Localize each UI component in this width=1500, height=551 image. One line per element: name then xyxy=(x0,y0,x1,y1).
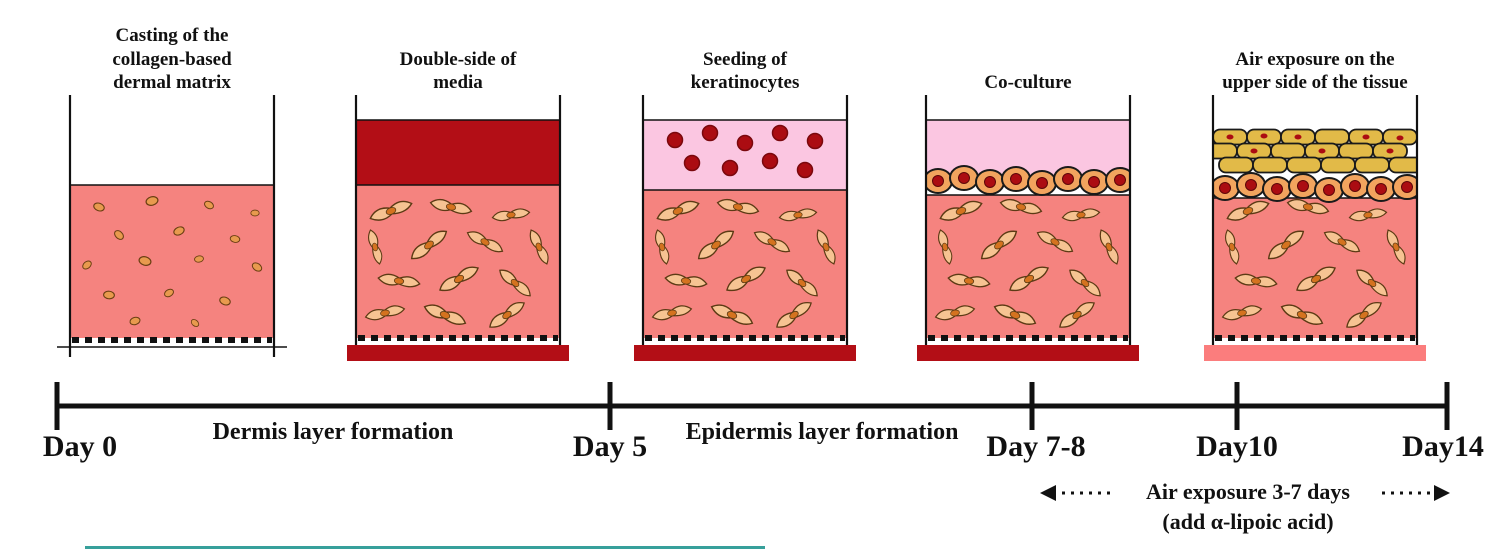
lower-media xyxy=(347,345,569,361)
dotted-arrow-left-icon xyxy=(1040,485,1110,501)
well-illustration-casting xyxy=(57,95,287,357)
stage-title: Double-side of media xyxy=(399,48,517,93)
stage-title-wrap: Double-side of media xyxy=(318,8,598,94)
upper-media xyxy=(356,120,560,185)
cornified-layer xyxy=(1203,130,1423,173)
well-illustration-seeding xyxy=(634,95,856,361)
lower-media xyxy=(1204,345,1426,361)
day-label-0: Day 0 xyxy=(42,430,118,463)
well-illustration-co-culture xyxy=(917,95,1139,361)
lower-media xyxy=(917,345,1139,361)
stage-title: Casting of the collagen-based dermal mat… xyxy=(112,25,232,93)
stage-air-exposure: Air exposure on the upper side of the ti… xyxy=(1175,8,1455,370)
stage-seeding-keratinocytes: Seeding of keratinocytes xyxy=(605,8,885,370)
well-contents xyxy=(926,120,1130,338)
stage-title: Air exposure on the upper side of the ti… xyxy=(1222,48,1408,93)
upper-media xyxy=(643,120,847,190)
timeline xyxy=(54,382,1450,549)
well-illustration-double-side-media xyxy=(347,95,569,361)
well-contents xyxy=(1203,130,1423,338)
air-exposure-label: Air exposure 3-7 days xyxy=(1146,479,1350,504)
bottom-divider xyxy=(85,546,765,549)
lower-media xyxy=(634,345,856,361)
stage-co-culture: Co-culture xyxy=(888,8,1168,370)
day-label-10: Day10 xyxy=(1196,430,1278,463)
dotted-arrow-right-icon xyxy=(1382,485,1450,501)
stage-title: Co-culture xyxy=(984,71,1072,93)
stage-casting: Casting of the collagen-based dermal mat… xyxy=(32,8,312,370)
day-label-5: Day 5 xyxy=(572,430,648,463)
phase-label-epidermis: Epidermis layer formation xyxy=(685,419,959,445)
keratinocyte-suspension xyxy=(666,124,824,179)
phase-label-dermis: Dermis layer formation xyxy=(212,419,454,445)
day-label-7-8: Day 7-8 xyxy=(986,430,1086,463)
dermal-matrix xyxy=(70,185,274,338)
stage-title-wrap: Air exposure on the upper side of the ti… xyxy=(1175,8,1455,94)
well-contents xyxy=(356,120,560,338)
well-contents xyxy=(643,120,847,338)
stage-title-wrap: Seeding of keratinocytes xyxy=(605,8,885,94)
well-illustration-air-exposure xyxy=(1203,95,1426,361)
stage-title-wrap: Casting of the collagen-based dermal mat… xyxy=(32,8,312,94)
stage-title: Seeding of keratinocytes xyxy=(690,48,800,93)
stage-double-side-media: Double-side of media xyxy=(318,8,598,370)
stage-title-wrap: Co-culture xyxy=(888,8,1168,94)
additive-label: (add α-lipoic acid) xyxy=(1162,509,1334,534)
day-label-14: Day14 xyxy=(1402,430,1484,463)
